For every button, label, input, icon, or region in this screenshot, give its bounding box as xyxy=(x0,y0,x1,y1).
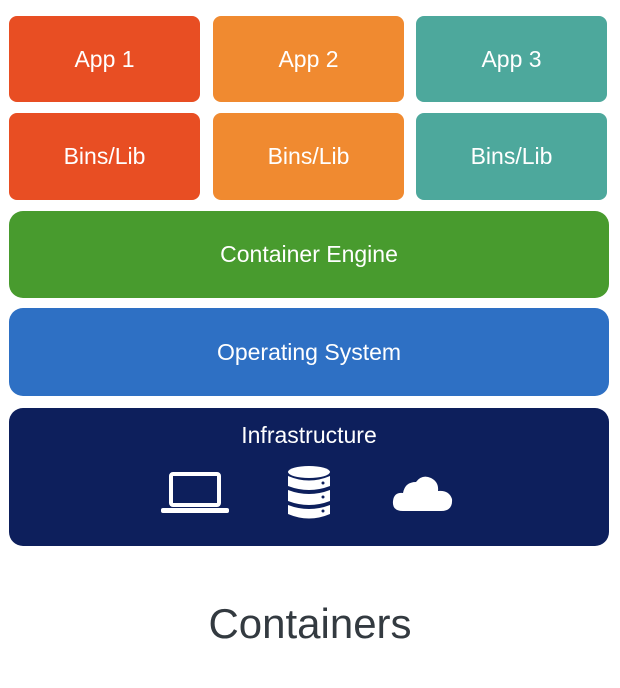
bins-lib-3-label: Bins/Lib xyxy=(470,143,553,169)
bins-lib-2-block: Bins/Lib xyxy=(213,113,404,200)
app-3-block: App 3 xyxy=(416,16,607,102)
bins-lib-1-label: Bins/Lib xyxy=(63,143,146,169)
container-engine-layer: Container Engine xyxy=(9,211,609,298)
infrastructure-icons xyxy=(159,465,459,521)
app-2-label: App 2 xyxy=(278,45,339,72)
container-engine-label: Container Engine xyxy=(220,241,398,267)
bins-lib-2-label: Bins/Lib xyxy=(267,143,350,169)
operating-system-layer: Operating System xyxy=(9,308,609,396)
app-1-label: App 1 xyxy=(74,45,135,72)
infrastructure-layer: Infrastructure xyxy=(9,408,609,546)
diagram-title: Containers xyxy=(208,600,412,647)
cloud-icon xyxy=(387,465,459,521)
database-icon xyxy=(273,465,345,521)
infrastructure-label: Infrastructure xyxy=(241,422,377,448)
app-2-block: App 2 xyxy=(213,16,404,102)
bins-lib-1-block: Bins/Lib xyxy=(9,113,200,200)
app-1-block: App 1 xyxy=(9,16,200,102)
laptop-icon xyxy=(159,465,231,521)
operating-system-label: Operating System xyxy=(216,338,402,365)
bins-lib-3-block: Bins/Lib xyxy=(416,113,607,200)
app-3-label: App 3 xyxy=(481,45,542,72)
